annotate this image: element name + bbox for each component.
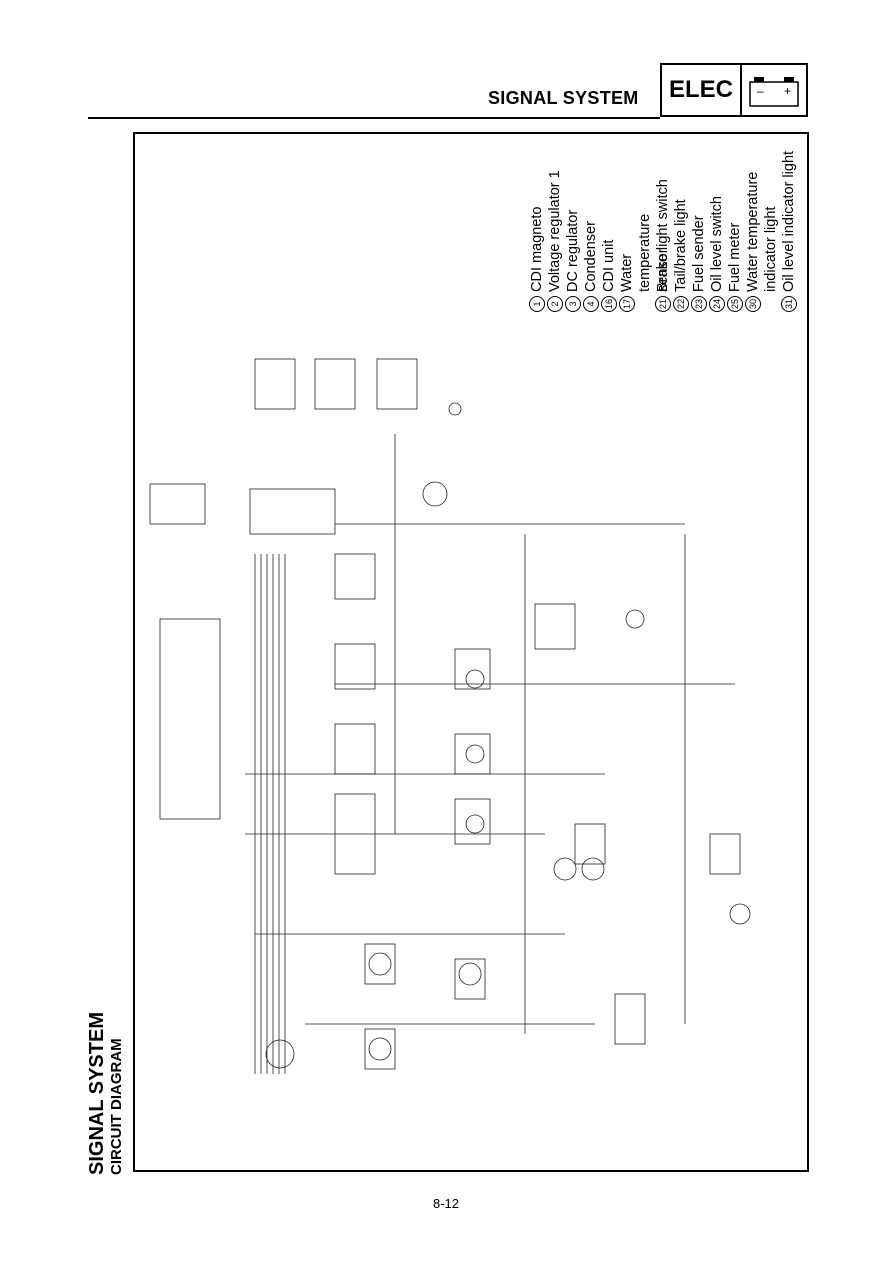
page-number: 8-12: [433, 1196, 460, 1211]
elec-label: ELEC: [662, 65, 742, 115]
battery-plus: +: [784, 84, 791, 98]
page-title: SIGNAL SYSTEM CIRCUIT DIAGRAM: [86, 1012, 126, 1175]
battery-icon: – +: [749, 77, 799, 107]
battery-minus: –: [757, 84, 764, 98]
diagram-frame: [133, 132, 809, 1172]
section-title: SIGNAL SYSTEM: [488, 88, 639, 108]
page-title-sub: CIRCUIT DIAGRAM: [108, 1038, 125, 1175]
page-title-main: SIGNAL SYSTEM: [86, 1012, 108, 1175]
header-rule: [88, 117, 660, 119]
circuit-diagram: [149, 358, 751, 1074]
elec-badge: ELEC – +: [660, 63, 808, 117]
